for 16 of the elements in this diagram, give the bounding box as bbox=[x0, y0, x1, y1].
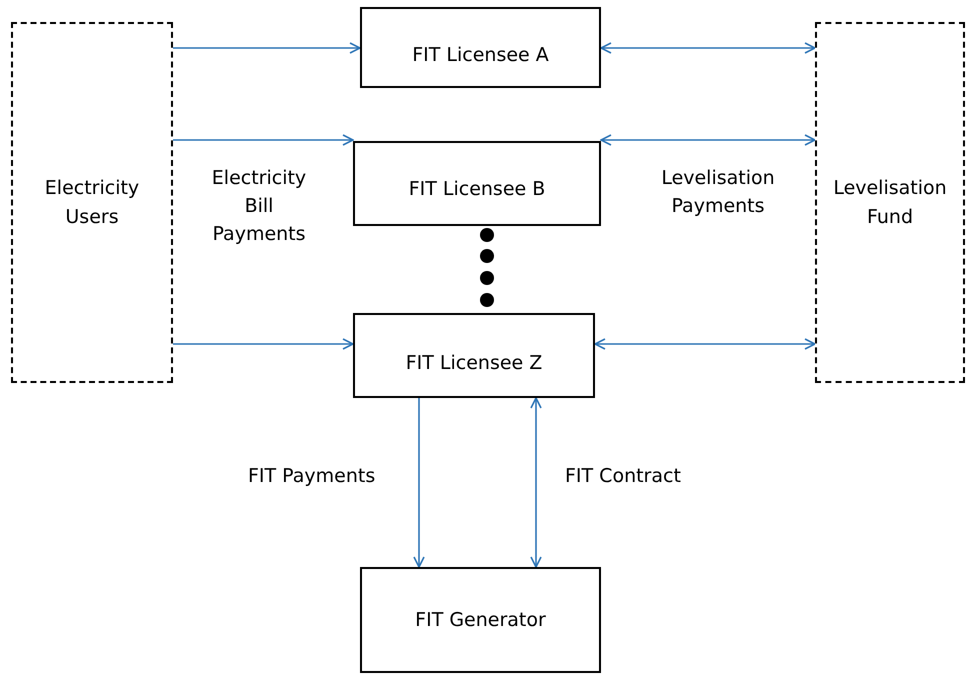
process-box: FIT Generator bbox=[360, 567, 601, 673]
process-box: FIT Licensee Z bbox=[353, 313, 595, 398]
arrow bbox=[173, 42, 361, 54]
caption-text: Electricity Bill Payments bbox=[210, 166, 308, 247]
process-box: FIT Licensee B bbox=[353, 141, 601, 226]
dashed-box: Levelisation Fund bbox=[815, 22, 965, 383]
caption-text: Levelisation Payments bbox=[660, 166, 776, 219]
arrow bbox=[413, 398, 425, 568]
arrow bbox=[173, 338, 354, 350]
process-box: FIT Licensee A bbox=[360, 7, 601, 88]
dashed-box: Electricity Users bbox=[11, 22, 173, 383]
arrow bbox=[594, 338, 816, 350]
arrow bbox=[600, 134, 816, 146]
arrow bbox=[600, 42, 816, 54]
arrow bbox=[173, 134, 354, 146]
arrow bbox=[530, 397, 542, 568]
